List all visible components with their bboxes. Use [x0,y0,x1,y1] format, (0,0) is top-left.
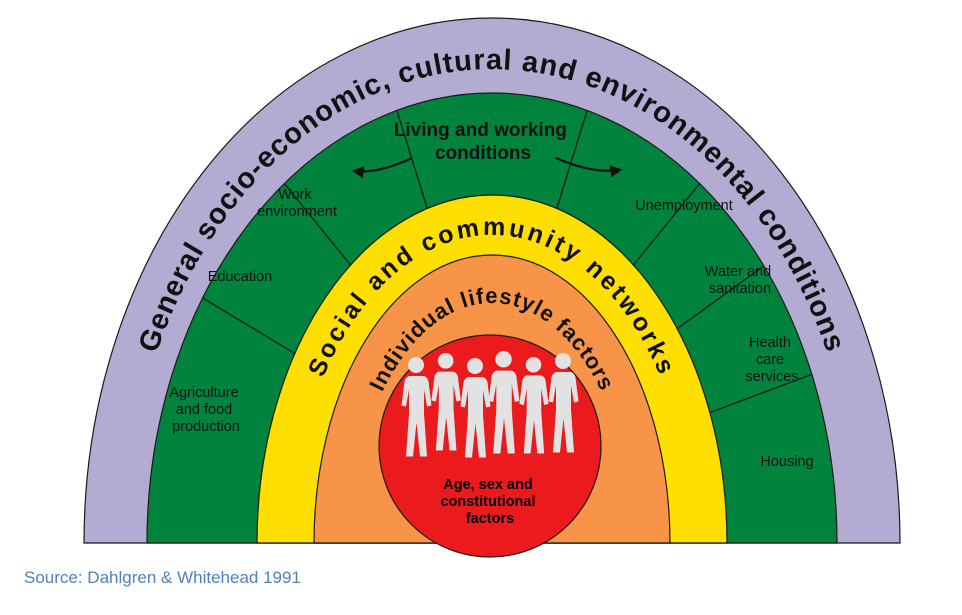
label-agriculture: Agriculture and food production [169,385,242,435]
label-health-line3: services [745,369,798,385]
segment-dividers [202,110,813,414]
label-unemployment: Unemployment [635,198,733,214]
arrow-right-icon [555,156,623,178]
divider-healthcare-housing [709,373,813,414]
divider-title-workenv [396,110,428,209]
label-water-line1: Water and [705,264,771,280]
divider-unemployment-water [632,183,701,266]
divider-education-agriculture [202,297,296,355]
label-housing: Housing [760,454,813,470]
living-working-title-line2: conditions [435,143,531,164]
center-label-line1: Age, sex and [443,477,532,493]
label-health-line2: care [756,352,784,368]
label-agriculture-line1: Agriculture [169,385,238,401]
label-water-sanitation: Water and sanitation [705,264,775,297]
center-label-line2: constitutional [440,494,535,510]
arrow-left-icon [351,157,413,179]
living-working-title: Living and working conditions [394,120,572,164]
label-water-line2: sanitation [709,281,771,297]
center-label: Age, sex and constitutional factors [440,477,539,527]
divider-water-healthcare [676,265,765,330]
center-label-line3: factors [466,511,514,527]
living-working-title-line1: Living and working [394,120,567,141]
label-education: Education [208,269,273,285]
label-health-line1: Health [749,335,791,351]
label-work-environment-line1: Work [278,187,312,203]
label-agriculture-line3: production [172,419,240,435]
divider-title-unemployment [556,110,588,209]
label-agriculture-line2: and food [176,402,232,418]
label-work-environment: Work environment [257,187,337,220]
label-health-care: Health care services [745,335,798,385]
divider-workenv-education [283,183,352,266]
source-caption: Source: Dahlgren & Whitehead 1991 [24,568,301,587]
label-work-environment-line2: environment [257,204,337,220]
